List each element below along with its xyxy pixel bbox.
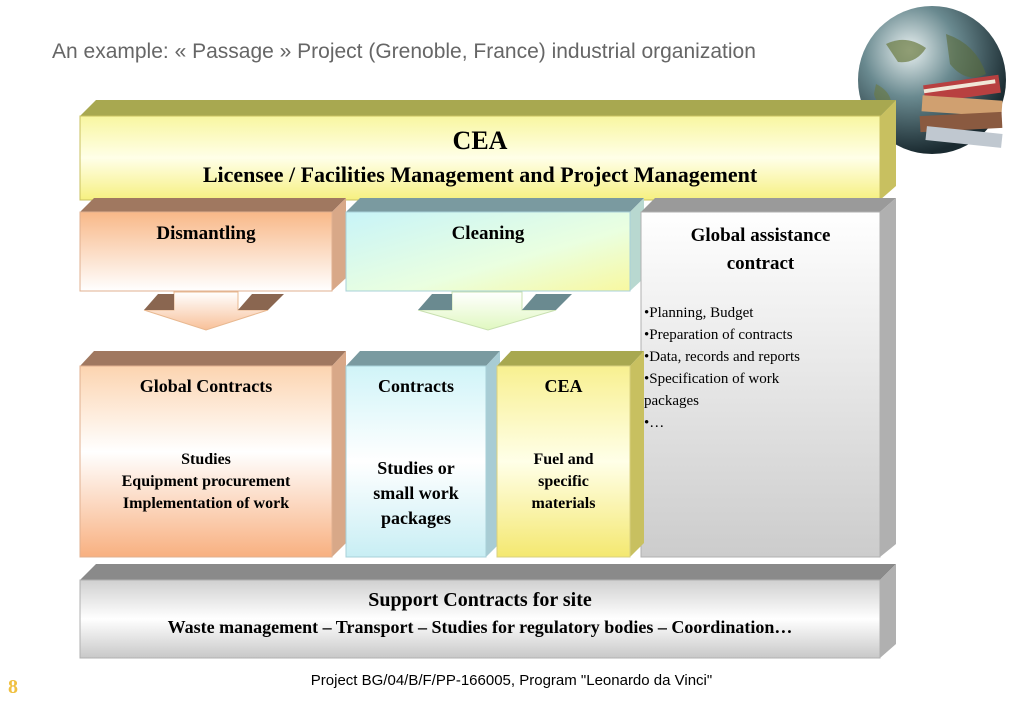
contracts-line: packages <box>380 508 451 528</box>
list-item: •Specification of work <box>644 371 780 387</box>
global-contracts-line: Equipment procurement <box>121 473 291 490</box>
cea-small-title: CEA <box>544 376 583 396</box>
global-contracts-line: Implementation of work <box>122 495 290 512</box>
cea-top-title: CEA <box>452 126 508 155</box>
contracts-title: Contracts <box>378 376 454 396</box>
global-contracts-box <box>79 351 346 558</box>
footer-text: Project BG/04/B/F/PP-166005, Program "Le… <box>310 672 713 689</box>
cea-top-box <box>79 100 896 201</box>
list-item: •Data, records and reports <box>644 349 801 365</box>
support-box <box>79 564 896 659</box>
list-item: •… <box>644 415 665 431</box>
cea-top-subtitle: Licensee / Facilities Management and Pro… <box>202 162 758 187</box>
dismantling-arrow <box>143 291 284 331</box>
global-contracts-title: Global Contracts <box>139 376 273 396</box>
cleaning-box <box>345 198 644 292</box>
assistance-box <box>640 198 896 558</box>
dismantling-title: Dismantling <box>156 223 256 244</box>
cleaning-title: Cleaning <box>451 223 525 244</box>
assistance-list: •Planning, Budget •Preparation of contra… <box>644 302 834 434</box>
dismantling-box <box>79 198 346 292</box>
cea-small-line: materials <box>531 495 596 512</box>
cea-small-line: specific <box>538 473 589 490</box>
contracts-line: Studies or <box>377 458 455 478</box>
slide-title: An example: « Passage » Project (Grenobl… <box>52 40 756 63</box>
contracts-line: small work <box>373 483 459 503</box>
assistance-title-line1: Global assistance <box>690 225 831 246</box>
global-contracts-line: Studies <box>181 451 231 468</box>
list-item: packages <box>644 393 699 409</box>
cea-small-box <box>496 351 644 558</box>
assistance-title-line2: contract <box>726 253 795 274</box>
support-subtitle: Waste management – Transport – Studies f… <box>167 617 793 637</box>
support-title: Support Contracts for site <box>368 589 592 611</box>
list-item: •Planning, Budget <box>644 305 754 321</box>
cleaning-arrow <box>417 291 572 331</box>
cea-small-line: Fuel and <box>533 451 594 468</box>
globe-books-icon <box>858 6 1006 154</box>
list-item: •Preparation of contracts <box>644 327 793 343</box>
page-number: 8 <box>8 676 18 698</box>
